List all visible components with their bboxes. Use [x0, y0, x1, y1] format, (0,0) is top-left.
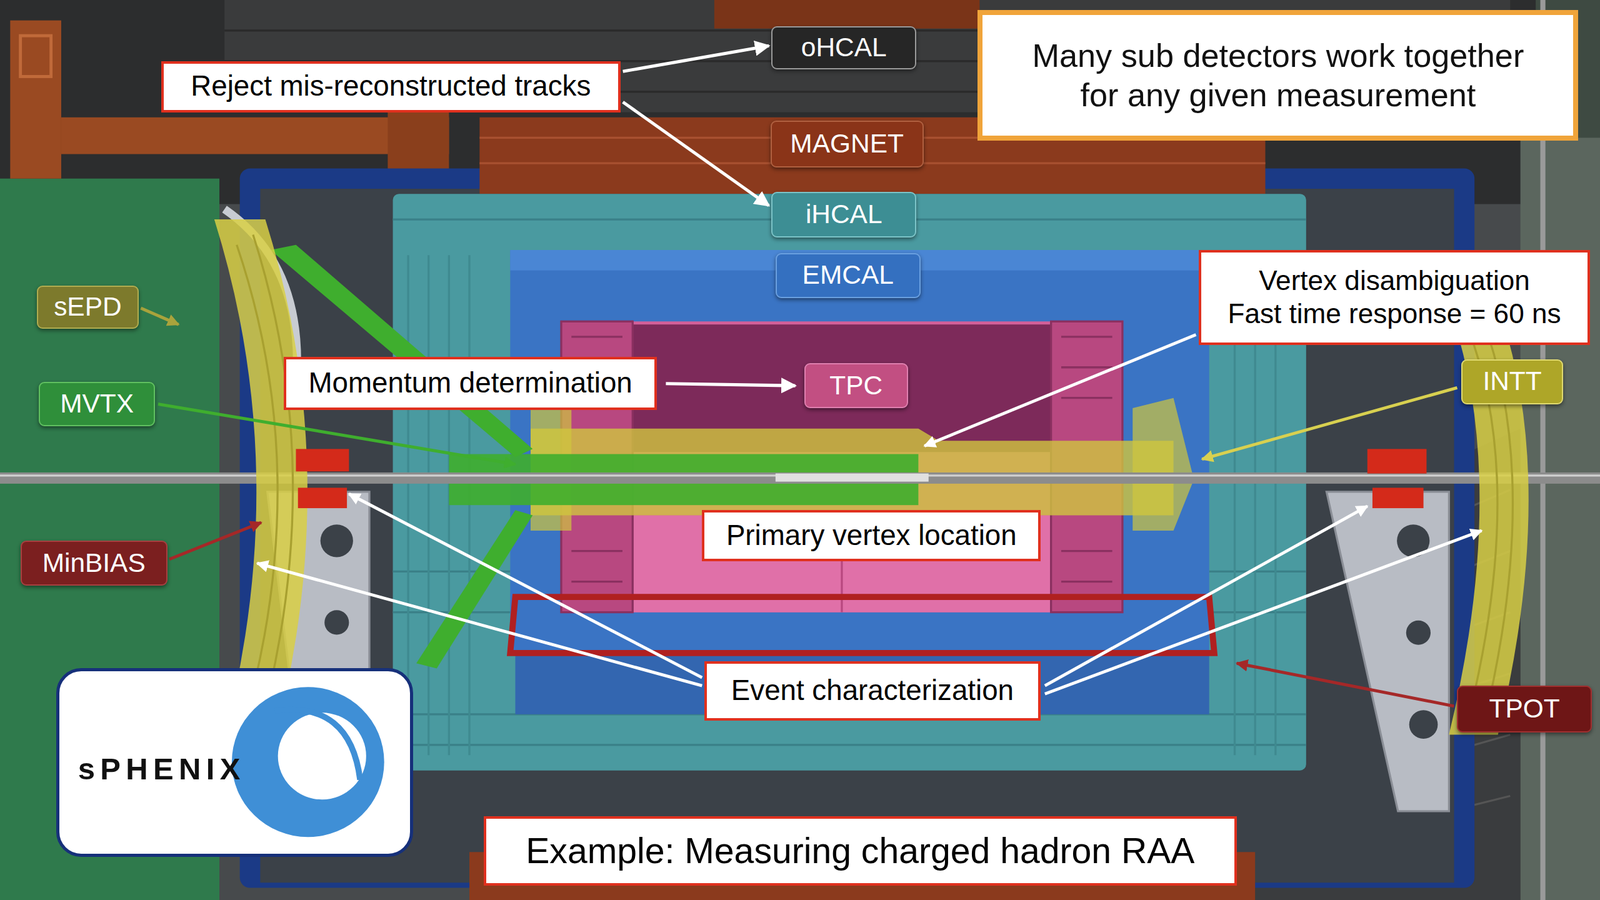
- pipe-structure: [20, 35, 52, 77]
- detector-label: EMCAL: [775, 253, 921, 299]
- detector-name: MVTX: [60, 388, 134, 420]
- emcal: [510, 250, 1209, 654]
- tpot-frame: [510, 596, 1215, 654]
- example-box: Example: Measuring charged hadron RAA: [483, 816, 1237, 886]
- leader-arrows: [1236, 663, 1455, 707]
- pipe-structure: [714, 0, 980, 29]
- leader-arrows: [140, 308, 1482, 707]
- leader-arrows: [1201, 387, 1457, 459]
- detector-label: iHCAL: [771, 191, 917, 238]
- minbias-blocks: [295, 448, 1427, 509]
- detector-label: TPOT: [1456, 685, 1592, 733]
- callout-text: Event characterization: [731, 673, 1014, 709]
- detector-name: MinBIAS: [42, 547, 146, 580]
- leader-arrows: [924, 335, 1196, 447]
- callout-text: Vertex disambiguation: [1258, 264, 1530, 298]
- detector-name: EMCAL: [802, 259, 894, 292]
- detector-label: oHCAL: [771, 26, 917, 70]
- minbias-blocks: [1372, 487, 1424, 509]
- callout-text: Momentum determination: [308, 366, 633, 401]
- detector-label: MVTX: [38, 381, 155, 427]
- detector-name: sEPD: [53, 291, 122, 324]
- detector-name: TPC: [829, 370, 883, 402]
- beam-pipe: [0, 472, 1600, 484]
- intt: [1132, 398, 1194, 531]
- detector-label: MAGNET: [770, 120, 924, 168]
- minbias-blocks: [298, 487, 347, 509]
- leader-arrows: [1045, 530, 1482, 694]
- supports: [320, 524, 354, 557]
- supports: [1326, 491, 1449, 812]
- logo-disc: [231, 687, 385, 838]
- leader-arrows: [256, 563, 702, 686]
- minbias-blocks: [1367, 448, 1427, 474]
- mvtx: [416, 510, 533, 669]
- callout-box: Primary vertex location: [701, 510, 1041, 562]
- detector-label: sEPD: [36, 285, 139, 329]
- callout-text: Primary vertex location: [726, 518, 1017, 554]
- callout-text: Fast time response = 60 ns: [1228, 297, 1562, 331]
- logo-text: sPHENIX: [78, 750, 246, 788]
- leader-arrows: [1045, 506, 1368, 686]
- callout-text: Example: Measuring charged hadron RAA: [525, 829, 1195, 873]
- leader-arrows: [348, 493, 702, 678]
- tpot-frame: [510, 596, 1215, 654]
- leader-arrows: [169, 522, 262, 560]
- callout-box: Momentum determination: [283, 356, 658, 410]
- logo-box: sPHENIX: [56, 668, 414, 857]
- note-box: Many sub detectors work together for any…: [977, 10, 1579, 141]
- detector-label: INTT: [1461, 359, 1564, 405]
- callout-box: Vertex disambiguationFast time response …: [1198, 250, 1590, 345]
- detector-label: MinBIAS: [20, 540, 168, 586]
- logo-swirl: [275, 710, 360, 780]
- callout-text: Many sub detectors work together for any…: [1015, 36, 1540, 115]
- beam-pipe: [0, 472, 1600, 484]
- arrow-connector: [623, 45, 770, 72]
- detector-name: iHCAL: [805, 198, 883, 231]
- detector-label: TPC: [804, 363, 909, 409]
- detector-name: MAGNET: [790, 128, 904, 160]
- pipe-structure: [10, 20, 62, 179]
- callout-box: Event characterization: [704, 661, 1042, 721]
- minbias-blocks: [295, 448, 349, 472]
- supports: [324, 610, 349, 635]
- callout-box: Reject mis-reconstructed tracks: [161, 61, 621, 113]
- supports: [1409, 710, 1439, 739]
- mvtx: [270, 245, 534, 458]
- supports: [1406, 620, 1431, 645]
- leader-arrows: [158, 404, 515, 465]
- beam-pipe: [775, 473, 929, 482]
- detector-name: TPOT: [1489, 693, 1560, 725]
- callout-text: Reject mis-reconstructed tracks: [190, 69, 591, 104]
- detector-name: INTT: [1482, 365, 1542, 398]
- arrow-connector: [665, 383, 795, 386]
- leader-arrows: [140, 308, 179, 325]
- hall-background: [1520, 132, 1600, 900]
- detector-name: oHCAL: [801, 31, 887, 64]
- arrow-connector: [623, 101, 770, 206]
